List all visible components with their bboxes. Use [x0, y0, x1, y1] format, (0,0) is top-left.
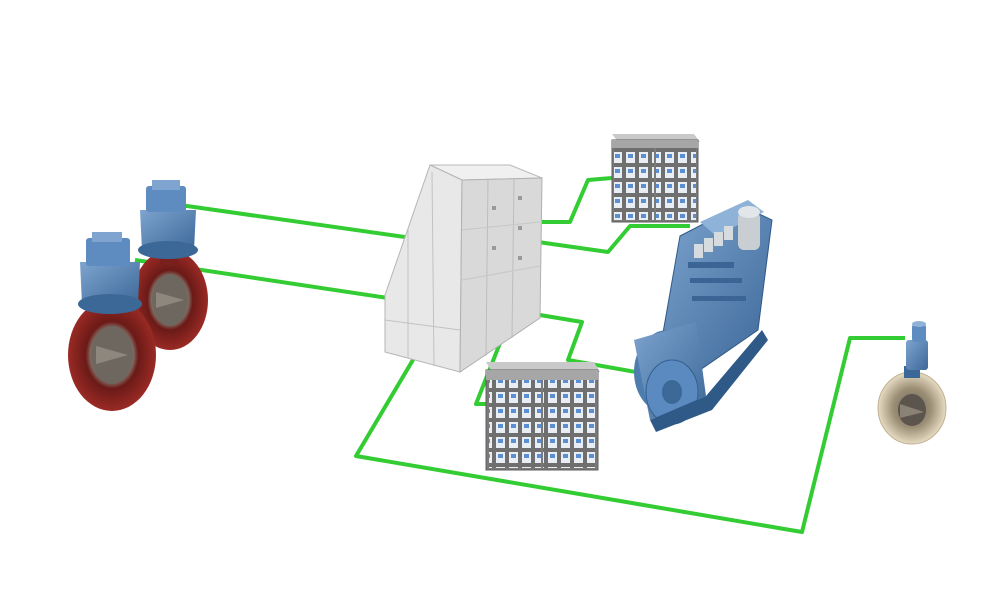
diesel-generator-icon: [634, 200, 773, 432]
cable-thruster1-switchboard: [179, 203, 413, 240]
cable-switchboard-converter-upper: [542, 176, 613, 224]
cable-switchboard-tunnel-thruster: [354, 336, 905, 534]
power-converter-icon: [611, 134, 700, 223]
switchboard-cabinet-icon: [384, 164, 543, 373]
cable-switchboard-generator-1: [523, 224, 690, 254]
azimuth-thruster-icon: [132, 180, 208, 350]
power-converter-icon: [485, 362, 600, 471]
tunnel-thruster-icon: [877, 321, 947, 445]
azimuth-thruster-icon: [68, 232, 156, 411]
